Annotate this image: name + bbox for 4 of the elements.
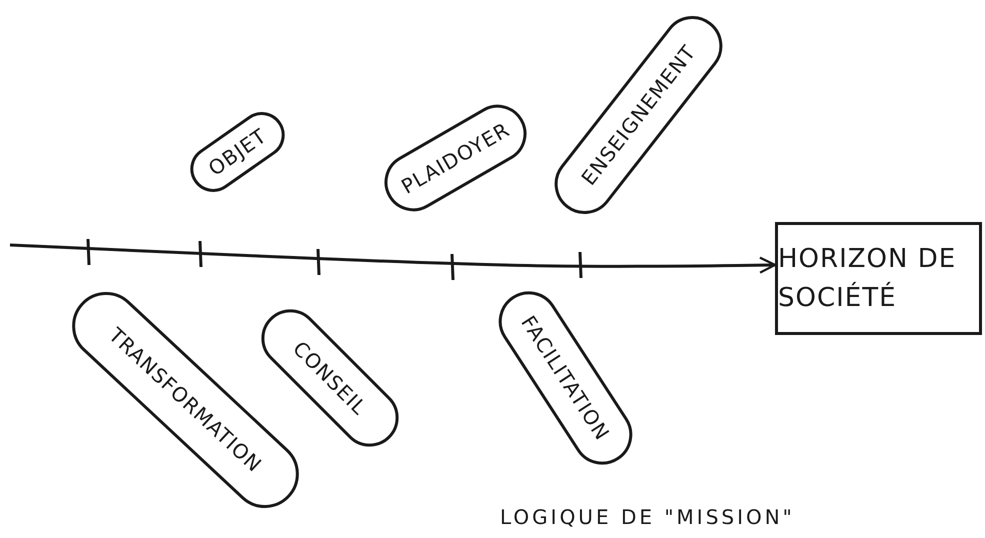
caption-text: LOGIQUE DE "MISSION" (500, 505, 795, 529)
rectangle-box (775, 222, 982, 335)
timeline-arrow (10, 244, 776, 274)
node-text: HORIZON DE SOCIÉTÉ (778, 242, 958, 314)
